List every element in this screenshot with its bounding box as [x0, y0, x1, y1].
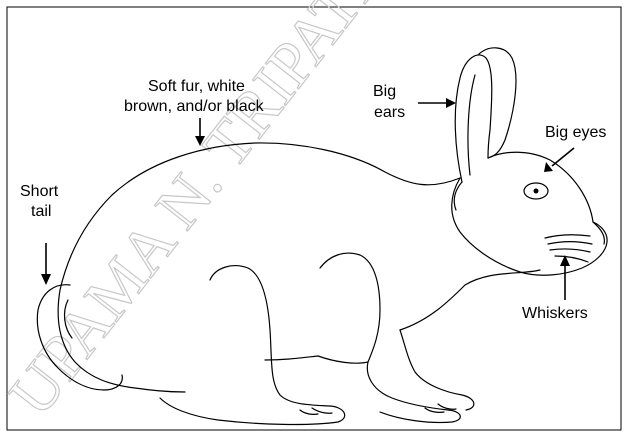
tail-arrow-head [41, 274, 51, 285]
rabbit-ear-back [478, 48, 516, 158]
eyes-arrow [552, 148, 574, 166]
rabbit-chest [400, 270, 540, 330]
rabbit-whiskers-lines [545, 235, 592, 262]
rabbit-pupil [534, 189, 539, 194]
label-ears-line2: ears [374, 104, 405, 121]
label-whiskers: Whiskers [522, 305, 588, 322]
label-eyes: Big eyes [545, 124, 606, 141]
label-fur-line2: brown, and/or black [124, 98, 265, 115]
label-fur-line1: Soft fur, white [148, 78, 245, 95]
rabbit-head [452, 152, 607, 275]
ears-arrow-head [446, 98, 456, 108]
rabbit-ear-front [455, 55, 492, 182]
label-tail-line2: tail [31, 203, 51, 220]
rabbit-front-leg-back [400, 330, 474, 410]
rabbit-belly [318, 356, 368, 363]
watermark: UPAMA N. TRIPATHI [0, 0, 416, 429]
rabbit-hind-paw-lines [300, 408, 332, 414]
eyes-arrow-head [544, 162, 553, 172]
rabbit-thigh-line [265, 356, 318, 360]
rabbit-front-paw-lines [425, 404, 456, 412]
rabbit-hind-leg [160, 266, 345, 425]
label-ears-line1: Big [373, 83, 396, 100]
label-tail-line1: Short [20, 183, 59, 200]
rabbit-ear-inner [468, 75, 475, 175]
rabbit-front-leg [320, 253, 460, 422]
